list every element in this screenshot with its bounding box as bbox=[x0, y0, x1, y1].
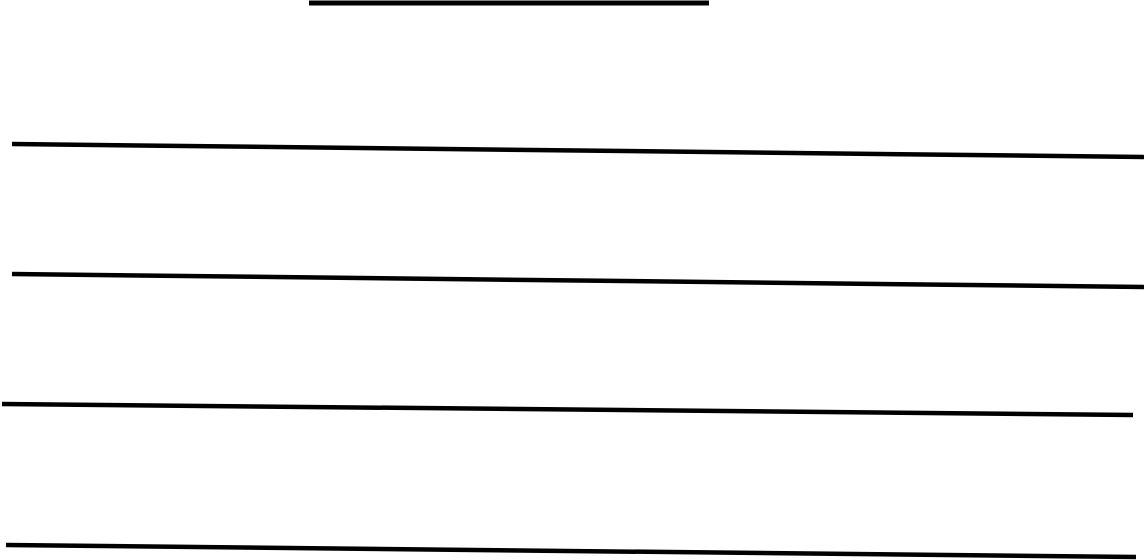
writing-line-3 bbox=[1, 401, 1134, 418]
writing-line-1 bbox=[11, 141, 1145, 160]
writing-line-2 bbox=[11, 271, 1145, 290]
writing-line-4 bbox=[5, 542, 1137, 560]
